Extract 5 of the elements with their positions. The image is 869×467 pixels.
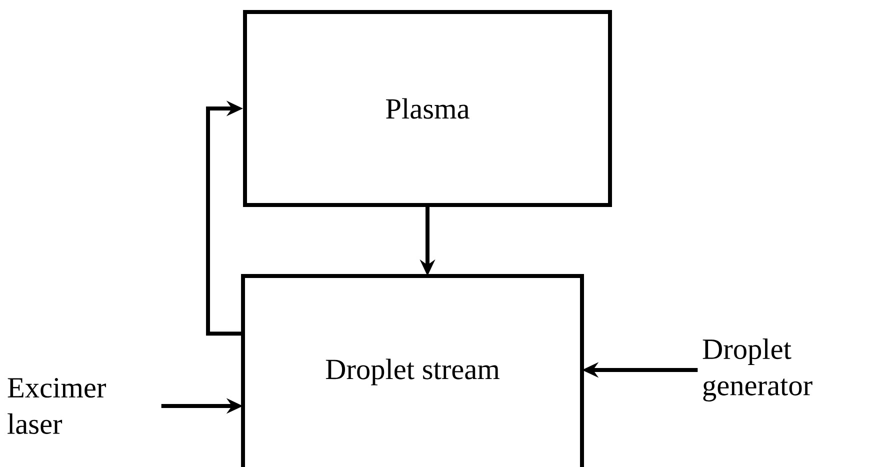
input-label: Droplet generator	[702, 338, 812, 402]
arrow	[206, 100, 244, 336]
input-label: Excimer laser	[8, 378, 106, 434]
process-box: Plasma	[243, 10, 612, 207]
process-box: Droplet stream	[241, 274, 584, 467]
